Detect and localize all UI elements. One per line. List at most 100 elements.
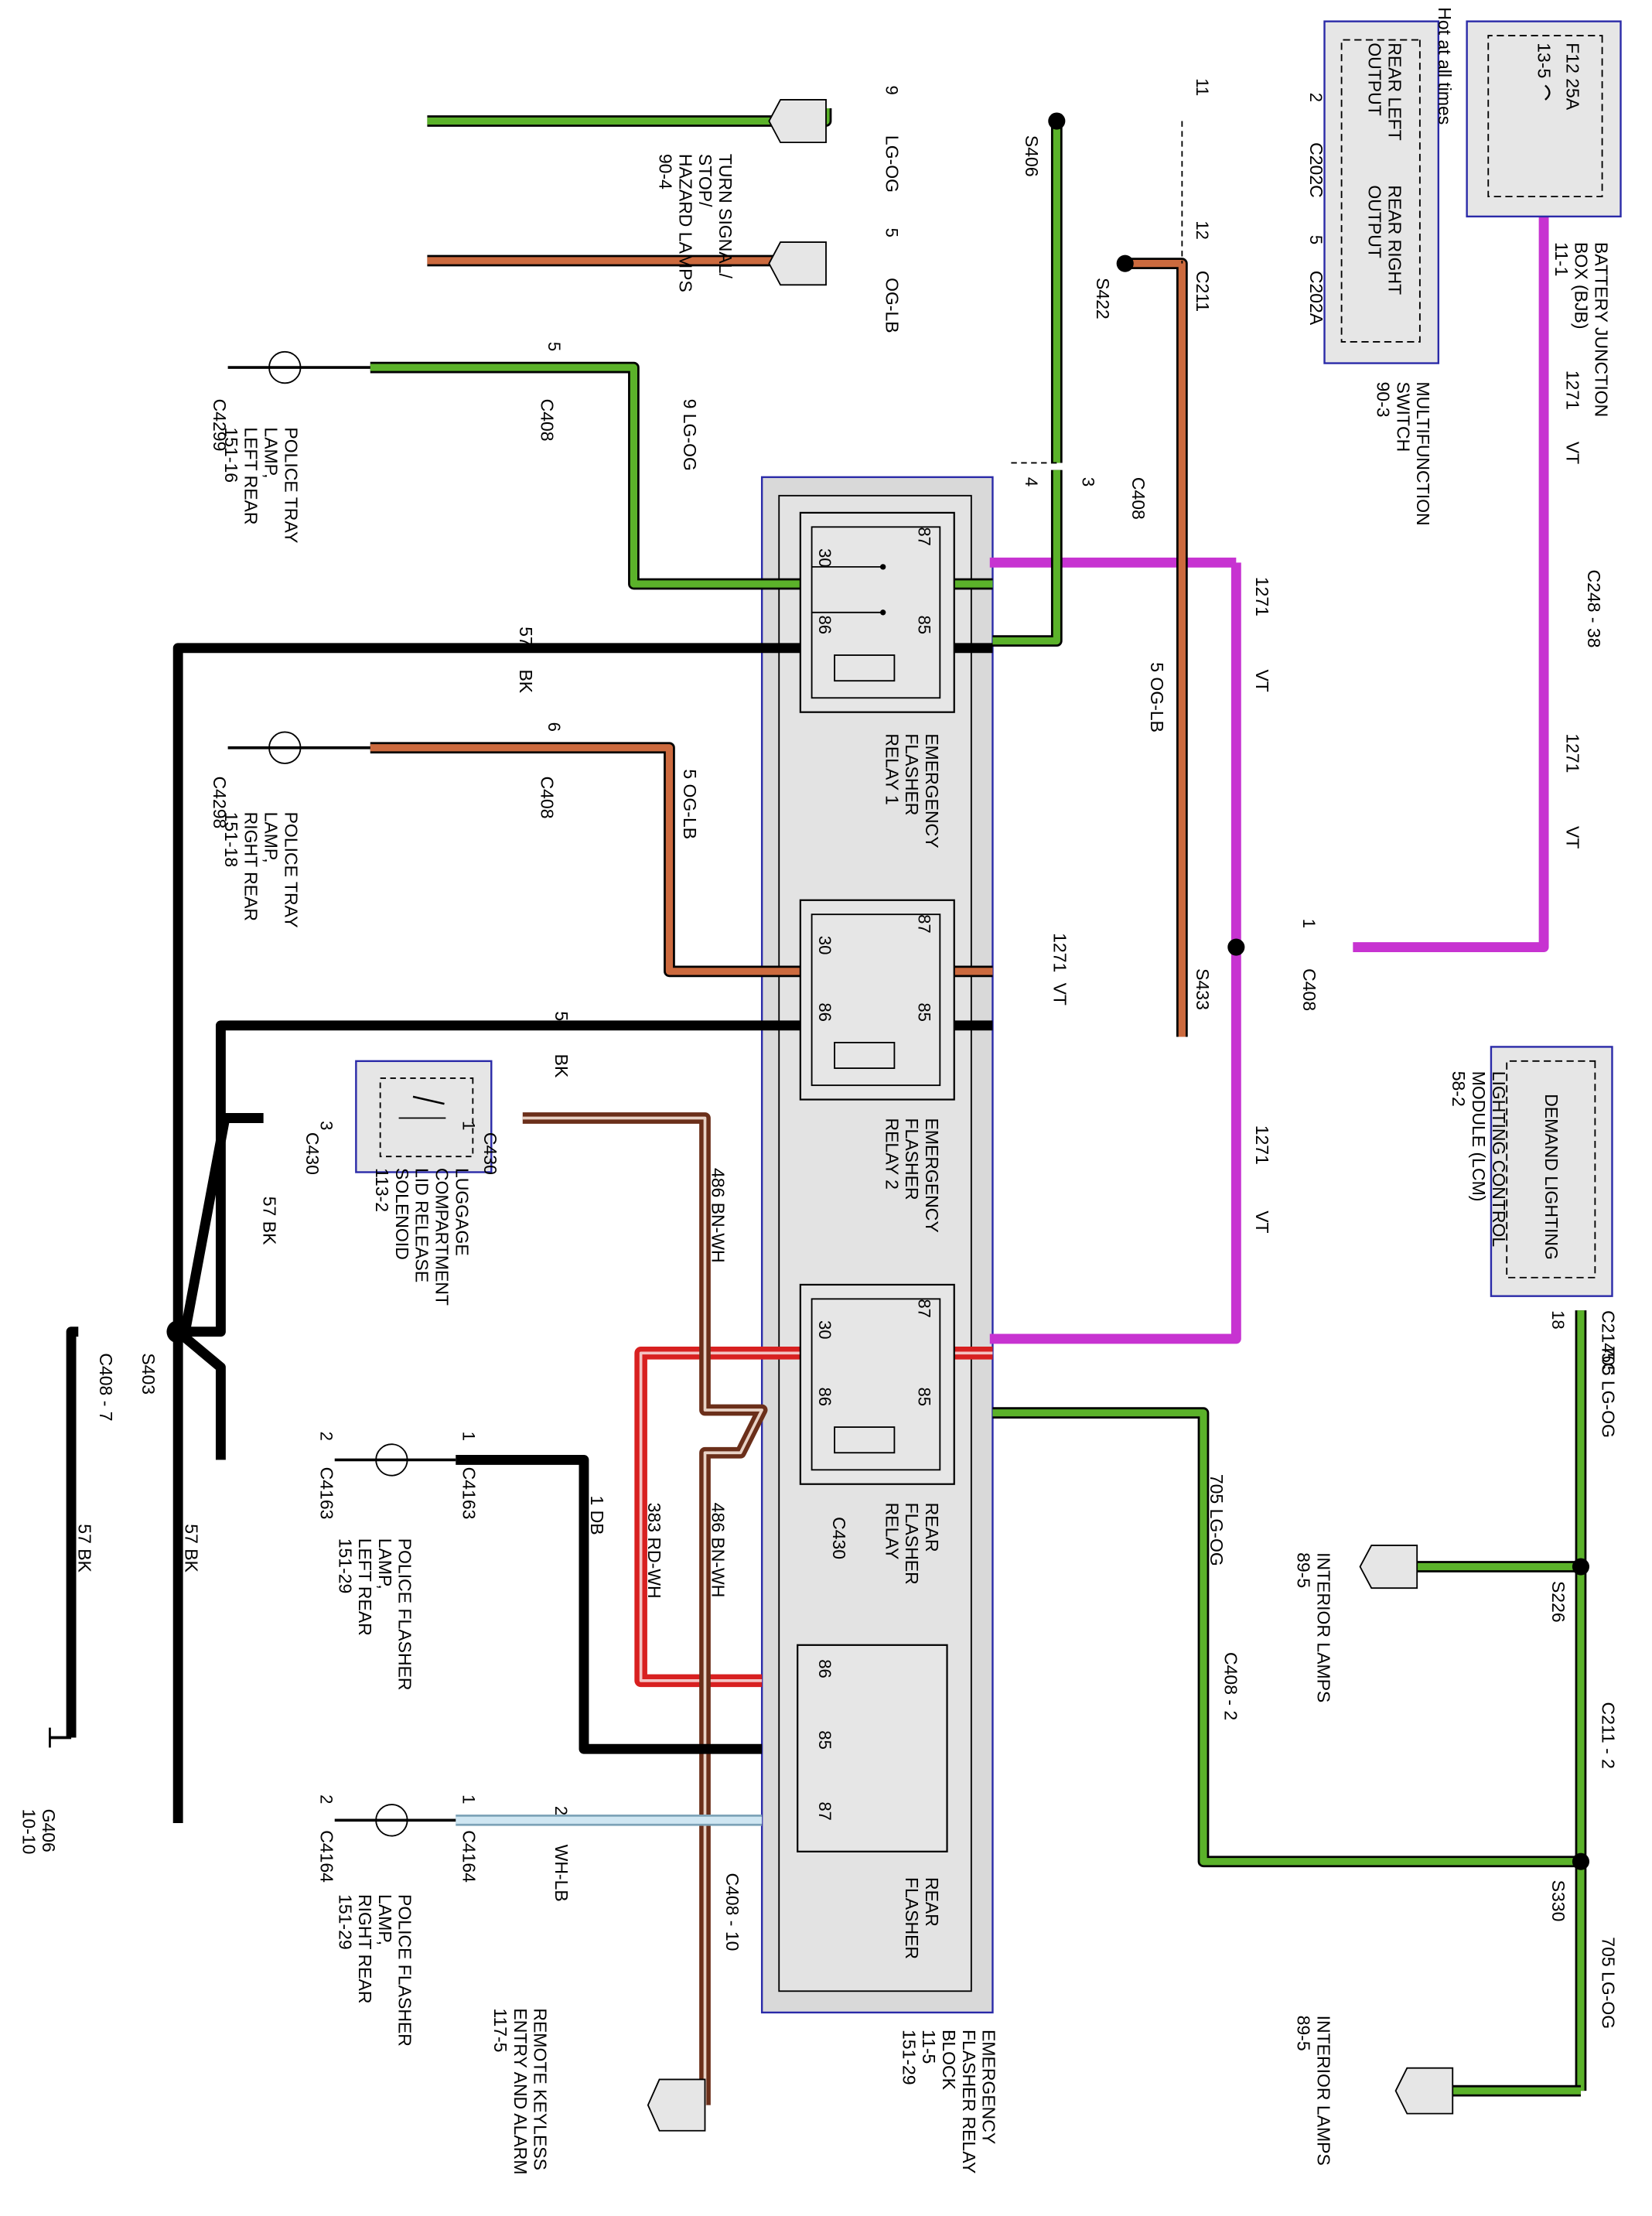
solenoid-2: COMPARTMENT bbox=[432, 1168, 452, 1306]
pin-3-c430: 3 bbox=[316, 1121, 336, 1130]
tray-right-3: RIGHT REAR bbox=[241, 812, 261, 921]
turn-label-2: STOP/ bbox=[695, 154, 715, 207]
c4163-right: C4163 bbox=[459, 1467, 479, 1520]
interior1-2: 89-5 bbox=[1294, 1552, 1314, 1588]
wire-383: 383 RD-WH bbox=[644, 1503, 664, 1599]
r3-85: 85 bbox=[915, 1388, 934, 1407]
tray-left-2: LAMP, bbox=[261, 427, 282, 478]
block-label-2: FLASHER RELAY bbox=[959, 2030, 979, 2173]
r1-85: 85 bbox=[915, 615, 934, 634]
relay1-label-1: EMERGENCY bbox=[922, 733, 942, 848]
bk-num-1: 57 bbox=[516, 627, 536, 647]
lighting-control-module bbox=[1490, 1046, 1613, 1297]
flasher-right-4: 151-29 bbox=[335, 1894, 355, 1950]
turn-label-4: 90-4 bbox=[656, 154, 676, 190]
wire-486-bn-wh bbox=[522, 1112, 768, 2105]
pin-5-tray: 5 bbox=[544, 342, 564, 351]
interior2-2: 89-5 bbox=[1294, 2016, 1314, 2051]
r1-87: 87 bbox=[915, 527, 934, 546]
c2145c-label: C2145C bbox=[1599, 1310, 1619, 1375]
pin-2: 2 bbox=[1306, 93, 1326, 102]
c202a-label: C202A bbox=[1306, 271, 1326, 326]
block-label-5: 151-29 bbox=[899, 2030, 919, 2085]
interior2-1: INTERIOR LAMPS bbox=[1313, 2016, 1333, 2166]
rear-flasher-1: REAR bbox=[922, 1877, 942, 1927]
block-label-1: EMERGENCY bbox=[979, 2030, 999, 2144]
relay1-label-3: RELAY 1 bbox=[882, 733, 902, 804]
c408-2-label: C408 - 2 bbox=[1221, 1652, 1241, 1720]
splice-s406 bbox=[1048, 112, 1066, 130]
bk-solenoid: 57 BK bbox=[260, 1197, 280, 1245]
g406-1: G406 bbox=[39, 1809, 59, 1852]
pin-2-c4163: 2 bbox=[316, 1432, 336, 1441]
r2-85: 85 bbox=[915, 1002, 934, 1022]
pin-11: 11 bbox=[1193, 78, 1212, 96]
turn-label-3: HAZARD LAMPS bbox=[675, 154, 695, 292]
wire-2-num: 2 bbox=[551, 1806, 571, 1815]
relay3-label-2: FLASHER bbox=[902, 1503, 922, 1585]
luggage-lid-solenoid bbox=[355, 1060, 493, 1173]
fuse-ref: 13-5 bbox=[1534, 43, 1555, 78]
pin-1-c4163: 1 bbox=[459, 1432, 478, 1441]
c430-right: C430 bbox=[829, 1517, 849, 1559]
c408-10-label: C408 - 10 bbox=[722, 1873, 742, 1951]
solenoid-4: SOLENOID bbox=[392, 1168, 412, 1260]
c430-right-conn: C430 bbox=[480, 1132, 500, 1175]
vt-color-3: VT bbox=[1563, 442, 1583, 464]
lcm-label-1: LIGHTING CONTROL bbox=[1489, 1071, 1509, 1248]
bk-num-2: 57 bbox=[551, 1011, 572, 1031]
pin-1-c430: 1 bbox=[459, 1121, 478, 1130]
wire-705-lg-og bbox=[992, 1310, 1587, 2097]
bjb-label-1: BATTERY JUNCTION bbox=[1591, 242, 1611, 417]
tray-right-4: 151-18 bbox=[221, 812, 241, 868]
rke-2: ENTRY AND ALARM bbox=[510, 2008, 531, 2174]
c202c-label: C202C bbox=[1306, 142, 1326, 198]
interior1-1: INTERIOR LAMPS bbox=[1313, 1552, 1333, 1702]
block-label-3: BLOCK bbox=[939, 2030, 959, 2091]
wire-705b: 705 LG-OG bbox=[1207, 1474, 1227, 1566]
flasher-right-1: POLICE FLASHER bbox=[395, 1894, 415, 2047]
wire-5-side: 5 OG-LB bbox=[680, 769, 700, 839]
c211-2-label: C211 - 2 bbox=[1599, 1702, 1619, 1769]
switch-left-2: OUTPUT bbox=[1365, 43, 1385, 116]
c4298-label: C4298 bbox=[210, 777, 230, 829]
wire-705a: 705 LG-OG bbox=[1599, 1346, 1619, 1438]
splice-s433 bbox=[1227, 938, 1245, 956]
hot-note: Hot at all times bbox=[1435, 7, 1455, 125]
pin-1-s433: 1 bbox=[1299, 919, 1319, 928]
c248-label: C248 - 38 bbox=[1584, 570, 1604, 648]
c4299-label: C4299 bbox=[210, 399, 230, 452]
r2-87: 87 bbox=[915, 914, 934, 934]
s433-label: S433 bbox=[1193, 968, 1213, 1010]
tray-right-1: POLICE TRAY bbox=[281, 812, 301, 928]
rf-87: 87 bbox=[815, 1801, 835, 1821]
bk-ground: 57 BK bbox=[74, 1524, 94, 1572]
wire-9-num: 9 bbox=[882, 85, 901, 94]
pin-2-c4164: 2 bbox=[316, 1794, 336, 1804]
wire-2-color: WH-LB bbox=[551, 1845, 572, 1902]
lcm-label-2: MODULE (LCM) bbox=[1469, 1071, 1489, 1202]
solenoid-1: LUGGAGE bbox=[452, 1168, 472, 1256]
vt-color-1: VT bbox=[1252, 669, 1272, 691]
s406-label: S406 bbox=[1022, 135, 1042, 177]
r3-86: 86 bbox=[815, 1388, 835, 1407]
c211-label: C211 bbox=[1193, 271, 1213, 312]
vt-num-3: 1271 bbox=[1563, 370, 1583, 410]
switch-label-3: 90-3 bbox=[1374, 381, 1394, 417]
pin-6-tray: 6 bbox=[544, 722, 564, 732]
wire-486: 486 BN-WH bbox=[708, 1168, 729, 1263]
wire-5-num: 5 bbox=[882, 228, 901, 237]
rke-1: REMOTE KEYLESS bbox=[531, 2008, 551, 2170]
c4164-right: C4164 bbox=[459, 1830, 479, 1883]
vt-color-relay2: VT bbox=[1050, 983, 1070, 1006]
splice-s422 bbox=[1116, 254, 1134, 272]
tray-right-2: LAMP, bbox=[261, 812, 282, 863]
vt-color-2: VT bbox=[1563, 826, 1583, 848]
multifunction-switch bbox=[1323, 20, 1440, 364]
rke-connector bbox=[647, 2078, 706, 2132]
emergency-flasher-relay-1 bbox=[799, 511, 955, 713]
r1-30: 30 bbox=[815, 548, 835, 568]
flasher-left-3: LEFT REAR bbox=[355, 1538, 375, 1636]
lcm-label-3: 58-2 bbox=[1449, 1071, 1469, 1107]
flasher-left-4: 151-29 bbox=[335, 1538, 355, 1594]
